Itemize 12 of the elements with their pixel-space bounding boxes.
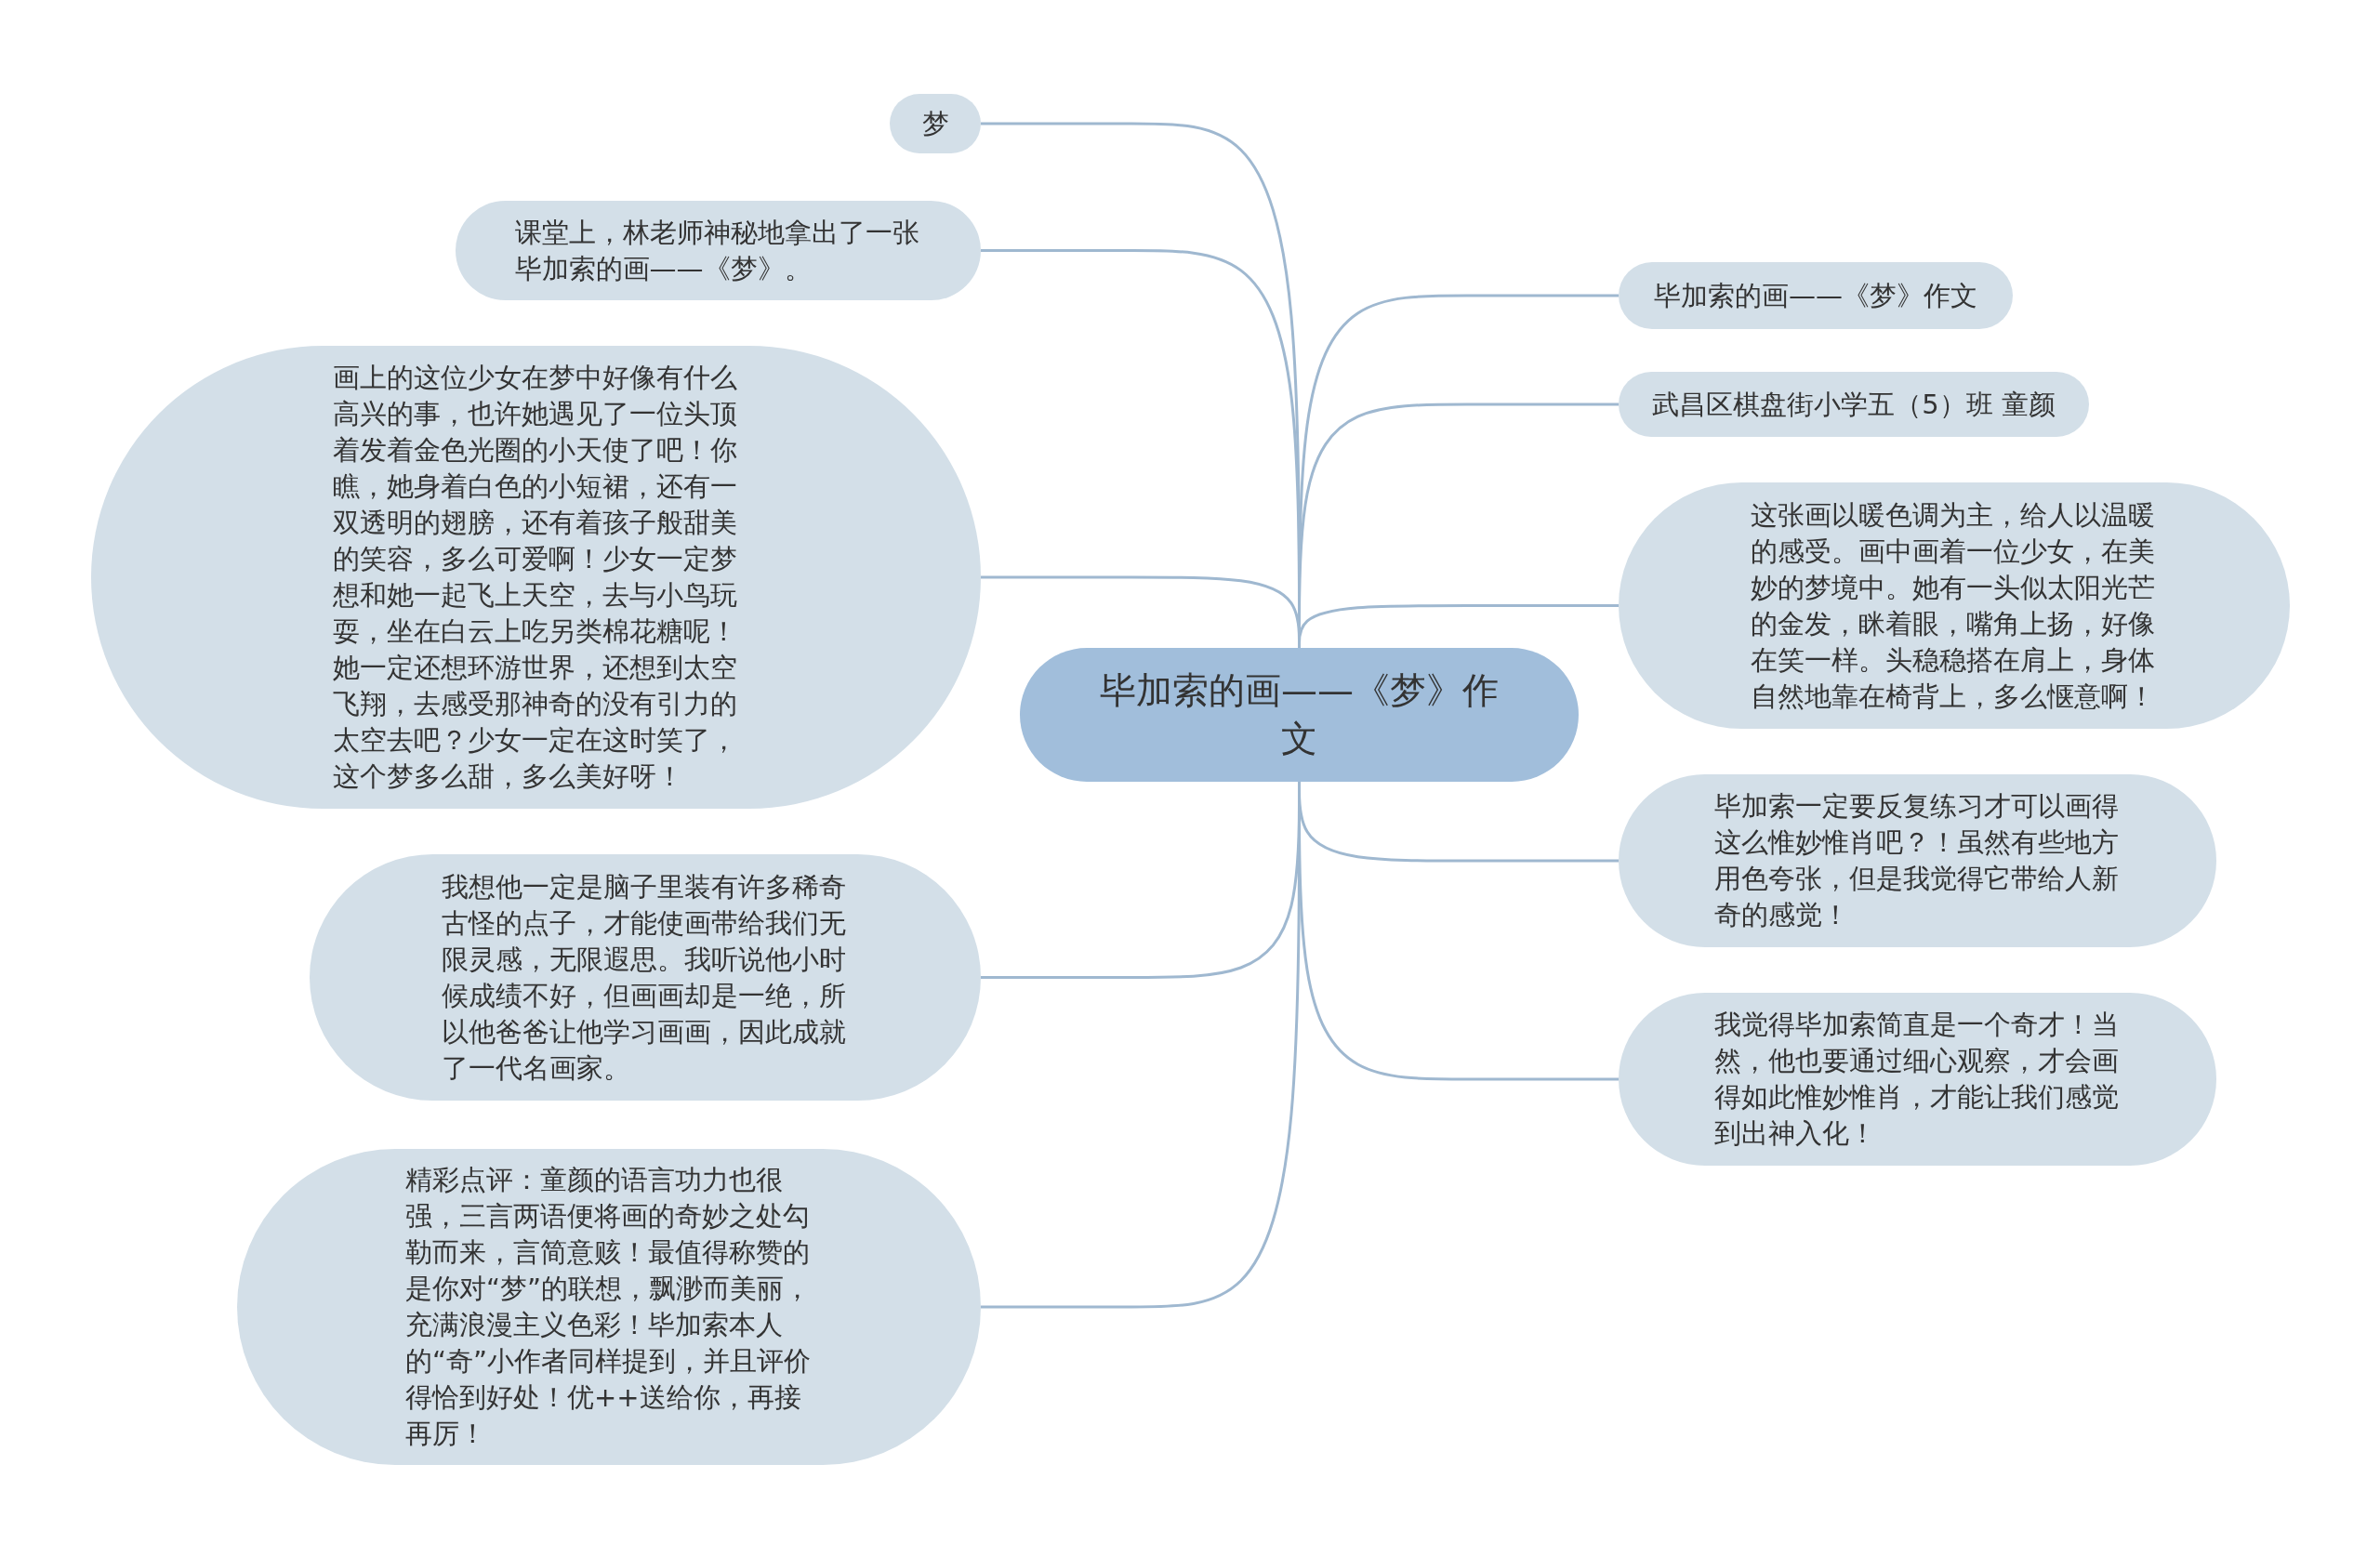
connector-line [1298,604,1619,648]
topic-text: 精彩点评：童颜的语言功力也很强，三言两语便将画的奇妙之处勾勒而来，言简意赅！最值得称赞的是你对“梦”的联想，飘渺而美丽，充满浪漫主义色彩！毕加索本人的“奇”小作者同样提到，并且评价得恰到好处！优++送给你，再接再厉！ [405,1163,813,1451]
central-topic-text: 毕加索的画——《梦》作文 [1099,668,1500,761]
topic-text: 毕加索的画——《梦》作文 [1654,278,1977,313]
topic-text: 武昌区棋盘街小学五（5）班 童颜 [1652,387,2056,422]
topic-text: 我觉得毕加索简直是一个奇才！当然，他也要通过细心观察，才会画得如此惟妙惟肖，才能让我们感觉到出神入化！ [1713,1008,2120,1151]
topic-text: 梦 [921,106,949,141]
topic-text: 我想他一定是脑子里装有许多稀奇古怪的点子，才能使画带给我们无限灵感，无限遐思。我听说他小时候成绩不好，但画画却是一绝，所以他爸爸让他学习画画，因此成就了一代名画家。 [442,869,848,1086]
topic-text: 这张画以暖色调为主，给人以温暖的感受。画中画着一位少女，在美妙的梦境中。她有一头似太阳光芒的金发，眯着眼，嘴角上扬，好像在笑一样。头稳稳搭在肩上，身体自然地靠在椅背上，多么惬意啊！ [1751,497,2157,714]
topic-text: 课堂上，林老师神秘地拿出了一张毕加索的画——《梦》。 [514,215,920,286]
topic-text: 画上的这位少女在梦中好像有什么高兴的事，也许她遇见了一位头顶着发着金色光圈的小天使了吧！你瞧，她身着白色的小短裙，还有一双透明的翅膀，还有着孩子般甜美的笑容，多么可爱啊！少女一定梦想和她一起飞上天空，去与小鸟玩耍，坐在白云上吃另类棉花糖呢！她一定还想环游世界，还想到太空飞翔，去感受那神奇的没有引力的太空去吧？少女一定在这时笑了，这个梦多么甜，多么美好呀！ [332,361,738,794]
topic-text: 毕加索一定要反复练习才可以画得这么惟妙惟肖吧？！虽然有些地方用色夸张，但是我觉得它带给人新奇的感觉！ [1713,789,2120,932]
